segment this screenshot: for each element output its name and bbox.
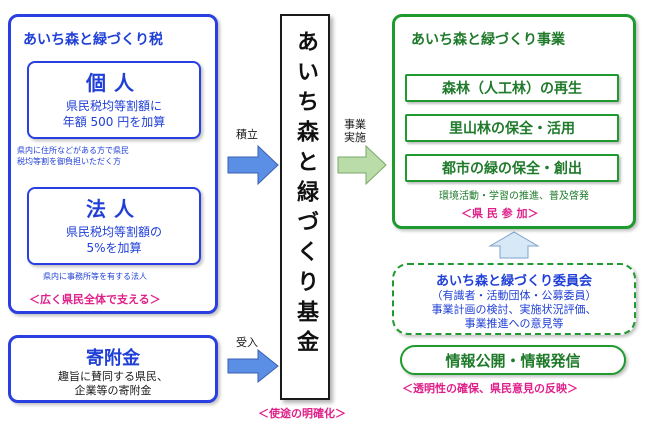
accumulate-label: 積立 [236,128,258,141]
project-item-urban-green: 都市の緑の保全・創出 [405,154,619,182]
donation-box: 寄附金 趣旨に賛同する県民、 企業等の寄附金 [8,335,218,403]
fund-caption: ＜使途の明確化＞ [258,407,346,420]
individual-note-2: 税均等割を御負担いただく方 [17,157,121,166]
arrow-committee-up [488,231,540,259]
committee-title: あいち森と緑づくり委員会 [435,274,592,289]
tax-slogan: ＜広く県民全体で支える＞ [29,293,161,306]
committee-duty-1: 事業計画の検討、実施状況評価、 [431,303,597,316]
corporate-title: 法人 [86,197,142,221]
project-item-satoyama: 里山林の保全・活用 [405,114,619,142]
tax-title: あいち森と緑づくり税 [23,32,163,48]
arrow-implement [337,144,387,186]
projects-panel: あいち森と緑づくり事業 森林（人工林）の再生 里山林の保全・活用 都市の緑の保全… [392,14,636,229]
tax-panel: あいち森と緑づくり税 個人 県民税均等割額に 年額 500 円を加算 県内に住所… [8,14,218,314]
individual-title: 個人 [86,71,142,95]
donation-body-2: 企業等の寄附金 [74,384,152,397]
implement-label-2: 実施 [344,131,366,144]
corporate-box: 法人 県民税均等割額の 5%を加算 [27,187,201,265]
individual-box: 個人 県民税均等割額に 年額 500 円を加算 [27,61,201,139]
fund-box: あいち森と緑づくり基金 [280,14,330,400]
corporate-body-1: 県民税均等割額の [65,225,162,239]
committee-duty-2: 事業推進への意見等 [464,317,564,330]
donation-title: 寄附金 [86,348,140,369]
projects-title: あいち森と緑づくり事業 [411,32,565,48]
fund-title: あいち森と緑づくり基金 [293,30,318,360]
committee-members: （有識者・活動団体・公募委員） [431,289,597,302]
arrow-accept [227,348,279,384]
corporate-note: 県内に事務所等を有する法人 [43,272,147,281]
info-disclosure-pill: 情報公開・情報発信 [400,345,626,375]
project-item-forest: 森林（人工林）の再生 [405,74,619,102]
implement-label-1: 事業 [344,118,366,131]
accept-label: 受入 [236,336,258,349]
committee-box: あいち森と緑づくり委員会 （有識者・活動団体・公募委員） 事業計画の検討、実施状… [392,263,636,335]
individual-body-2: 年額 500 円を加算 [62,115,166,129]
individual-note-1: 県内に住所などがある方で県民 [17,146,129,155]
individual-body-1: 県民税均等割額に [65,99,162,113]
projects-participation: ＜県 民 参 加＞ [461,207,539,220]
donation-body-1: 趣旨に賛同する県民、 [58,370,168,383]
corporate-body-2: 5%を加算 [86,241,142,255]
info-caption: ＜透明性の確保、県民意見の反映＞ [402,382,578,395]
projects-note: 環境活動・学習の推進、普及啓発 [439,191,589,202]
arrow-accumulate [227,144,279,186]
